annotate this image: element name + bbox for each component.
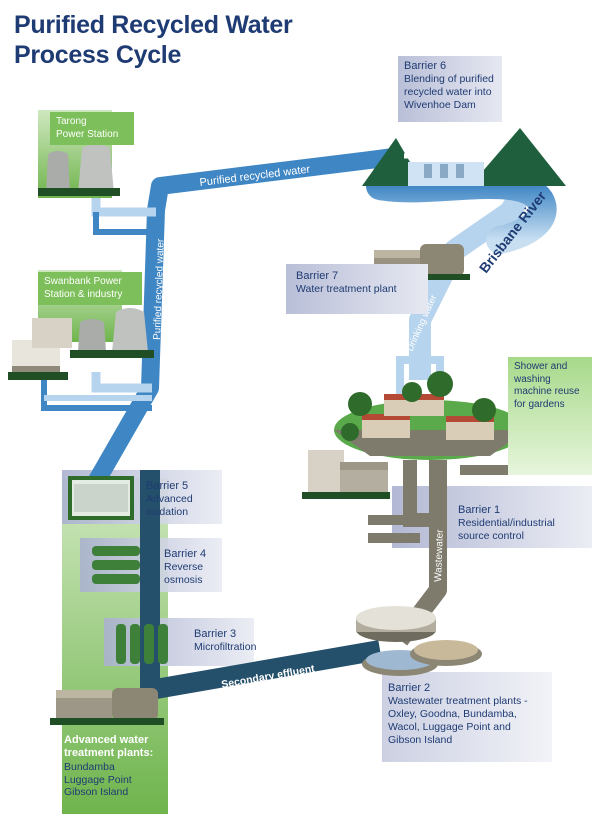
barrier-1-heading: Barrier 1 xyxy=(458,504,501,516)
barrier-5-line: oxidation xyxy=(146,506,189,518)
swanbank-label: Swanbank Power Station & industry xyxy=(38,272,142,305)
barrier-4-line: Reverse xyxy=(164,561,204,573)
label-purified-vertical: Purified recycled water xyxy=(152,238,167,340)
barrier-3-label: Barrier 3 Microfiltration xyxy=(194,628,274,654)
advanced-plants-title-line: treatment plants: xyxy=(64,747,154,759)
barrier-6-line: recycled water into xyxy=(404,86,492,98)
barrier-3-panel xyxy=(104,618,254,666)
title-line-2: Process Cycle xyxy=(14,41,182,69)
purified-water-pipe xyxy=(88,147,402,487)
barrier-4-line: osmosis xyxy=(164,574,203,586)
advanced-plant-item: Bundamba xyxy=(64,761,115,773)
barrier-7-heading: Barrier 7 xyxy=(296,270,339,282)
swanbank-line-1: Swanbank Power xyxy=(44,276,122,287)
page-title: Purified Recycled Water Process Cycle xyxy=(14,10,293,70)
advanced-plant-item: Gibson Island xyxy=(64,786,129,798)
reverse-osmosis-unit xyxy=(92,546,140,584)
wastewater-treatment-plant xyxy=(356,606,482,676)
barrier-6-line: Blending of purified xyxy=(404,73,494,85)
barrier-6-heading: Barrier 6 xyxy=(404,60,447,72)
shower-line: for gardens xyxy=(514,398,565,410)
microfiltration-unit xyxy=(116,624,168,664)
shower-line: machine reuse xyxy=(514,386,580,397)
tarong-line-2: Power Station xyxy=(56,128,119,140)
swanbank-line-2: Station & industry xyxy=(44,288,123,300)
advanced-treatment-plant-building xyxy=(50,688,164,725)
advanced-oxidation-unit xyxy=(68,476,134,520)
advanced-plants-list: Bundamba Luggage Point Gibson Island xyxy=(64,761,168,799)
residential-island xyxy=(334,371,526,460)
barrier-5-heading: Barrier 5 xyxy=(146,480,189,492)
swanbank-branch-pipe xyxy=(91,372,152,393)
barrier-2-panel xyxy=(382,672,552,762)
barrier-3-heading: Barrier 3 xyxy=(194,628,237,640)
industrial-building xyxy=(302,450,390,499)
advanced-plants-title-line: Advanced water xyxy=(64,734,149,746)
title-line-1: Purified Recycled Water xyxy=(14,11,293,39)
barrier-4-heading: Barrier 4 xyxy=(164,548,207,560)
shower-reuse-panel: Shower and washing machine reuse for gar… xyxy=(508,357,592,475)
barrier-5-line: Advanced xyxy=(146,493,193,505)
tarong-branch-pipe xyxy=(91,196,156,217)
barrier-7-label: Barrier 7 Water treatment plant xyxy=(296,270,426,296)
barrier-6-panel xyxy=(398,56,502,122)
wivenhoe-dam xyxy=(362,128,566,186)
barrier-2-line: Gibson Island xyxy=(388,734,453,746)
barrier-1-label: Barrier 1 Residential/industrial source … xyxy=(458,504,588,543)
barrier-6-label: Barrier 6 Blending of purified recycled … xyxy=(404,60,500,112)
shower-label: Shower and washing machine reuse for gar… xyxy=(508,357,592,415)
advanced-plants-label: Advanced water treatment plants: Bundamb… xyxy=(64,734,168,799)
brisbane-river xyxy=(366,171,557,254)
shower-line: Shower and xyxy=(514,361,568,372)
barrier-2-line: Wastewater treatment plants - xyxy=(388,695,528,707)
barrier-5-label: Barrier 5 Advanced oxidation xyxy=(146,480,222,519)
barrier-2-line: Wacol, Luggage Point and xyxy=(388,721,511,733)
barrier-2-label: Barrier 2 Wastewater treatment plants - … xyxy=(388,682,558,747)
advanced-plant-item: Luggage Point xyxy=(64,773,132,786)
barrier-2-line: Oxley, Goodna, Bundamba, xyxy=(388,708,517,720)
barrier-7-panel xyxy=(286,264,428,314)
shower-line: washing xyxy=(514,373,551,385)
barrier-1-line: source control xyxy=(458,530,524,542)
barrier-7-line: Water treatment plant xyxy=(296,283,397,295)
barrier-6-line: Wivenhoe Dam xyxy=(404,99,476,111)
barrier-4-label: Barrier 4 Reverse osmosis xyxy=(164,548,224,587)
tarong-label: Tarong Power Station xyxy=(50,112,134,145)
drinking-water-pipe xyxy=(409,190,530,380)
barrier-1-line: Residential/industrial xyxy=(458,517,555,529)
barrier-3-line: Microfiltration xyxy=(194,641,257,653)
tarong-line-1: Tarong xyxy=(56,116,87,127)
label-wastewater: Wastewater xyxy=(433,529,446,582)
advanced-plants-title: Advanced water treatment plants: xyxy=(64,734,168,760)
barrier-2-heading: Barrier 2 xyxy=(388,682,431,694)
